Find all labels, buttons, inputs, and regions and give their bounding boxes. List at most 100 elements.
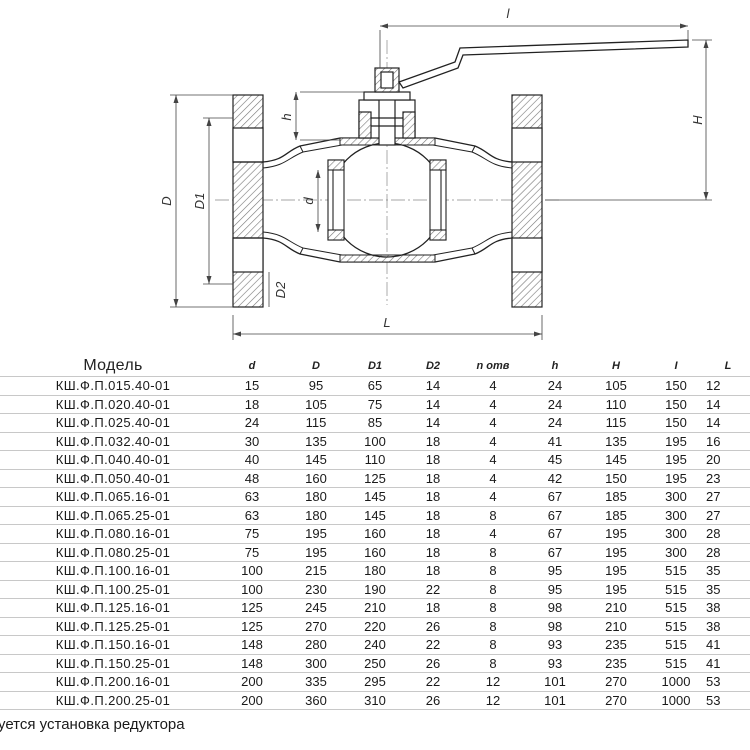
table-cell: 250	[346, 654, 404, 673]
dim-label-d: d	[301, 197, 316, 205]
table-cell: 200	[218, 672, 286, 692]
dim-label-H: H	[690, 115, 705, 125]
table-cell: 95	[524, 561, 586, 581]
column-header: D	[312, 360, 320, 372]
table-cell	[0, 654, 8, 673]
table-cell: 160	[346, 524, 404, 544]
table-cell: 125	[346, 469, 404, 488]
right-flange	[511, 94, 543, 308]
column-header: Модель	[83, 357, 143, 374]
table-cell: КШ.Ф.П.025.40-01	[8, 413, 218, 433]
table-cell: 67	[524, 524, 586, 544]
table-cell: 42	[524, 469, 586, 488]
table-cell: 195	[646, 450, 706, 470]
column-header: d	[248, 360, 256, 372]
table-cell: 185	[586, 487, 646, 507]
table-cell: 515	[646, 561, 706, 581]
table-cell: 195	[646, 469, 706, 488]
column-header	[0, 356, 8, 377]
dim-label-D2: D2	[273, 281, 288, 298]
table-cell: 45	[524, 450, 586, 470]
table-cell: 20	[706, 450, 750, 470]
table-cell: 24	[524, 413, 586, 433]
table-cell: КШ.Ф.П.200.25-01	[8, 691, 218, 710]
table-cell: 67	[524, 543, 586, 562]
table-cell: 23	[706, 469, 750, 488]
table-cell: 160	[346, 543, 404, 562]
table-cell: 135	[286, 432, 346, 451]
table-cell: КШ.Ф.П.125.25-01	[8, 617, 218, 636]
table-cell: КШ.Ф.П.050.40-01	[8, 469, 218, 488]
table-cell: 335	[286, 672, 346, 692]
column-header: D2	[425, 360, 441, 372]
table-cell: 105	[286, 395, 346, 414]
footnote: уется установка редуктора	[0, 716, 185, 733]
table-cell: КШ.Ф.П.080.16-01	[8, 524, 218, 544]
table-cell: 22	[404, 635, 462, 655]
table-cell: 48	[218, 469, 286, 488]
table-cell: 148	[218, 635, 286, 655]
table-cell	[0, 376, 8, 396]
table-cell: 360	[286, 691, 346, 710]
table-cell: 12	[706, 376, 750, 396]
table-cell: 101	[524, 672, 586, 692]
table-cell: 145	[346, 487, 404, 507]
table-cell: 18	[404, 524, 462, 544]
table-cell: 270	[586, 672, 646, 692]
table-cell: КШ.Ф.П.100.25-01	[8, 580, 218, 599]
table-cell	[0, 413, 8, 433]
table-cell: 195	[646, 432, 706, 451]
table-cell	[0, 543, 8, 562]
table-cell	[0, 691, 8, 710]
table-cell: 28	[706, 543, 750, 562]
table-cell: 195	[586, 543, 646, 562]
table-cell: КШ.Ф.П.150.25-01	[8, 654, 218, 673]
table-cell: 180	[346, 561, 404, 581]
table-cell: 18	[404, 506, 462, 525]
table-cell	[0, 524, 8, 544]
table-cell: 180	[286, 487, 346, 507]
table-cell: 4	[462, 450, 524, 470]
table-cell: 4	[462, 469, 524, 488]
table-cell	[0, 432, 8, 451]
dim-label-D1: D1	[192, 193, 207, 210]
dim-label-D: D	[159, 196, 174, 205]
table-cell: 515	[646, 598, 706, 618]
table-cell: 145	[586, 450, 646, 470]
table-cell: 101	[524, 691, 586, 710]
table-cell: 40	[218, 450, 286, 470]
column-header: D1	[367, 360, 383, 372]
table-cell: 310	[346, 691, 404, 710]
table-cell: 12	[462, 672, 524, 692]
table-cell: 4	[462, 432, 524, 451]
table-cell: 4	[462, 524, 524, 544]
column-header: L	[724, 360, 732, 372]
table-cell: 85	[346, 413, 404, 433]
table-cell: 145	[346, 506, 404, 525]
table-cell: 515	[646, 654, 706, 673]
table-cell: 93	[524, 635, 586, 655]
table-cell: 95	[524, 580, 586, 599]
table-cell: 515	[646, 635, 706, 655]
table-cell: 24	[524, 395, 586, 414]
table-cell: 150	[586, 469, 646, 488]
table-cell: 220	[346, 617, 404, 636]
ball-valve-drawing: l H h D D1 d D2 L	[159, 6, 712, 340]
table-cell	[0, 598, 8, 618]
table-cell: 300	[646, 506, 706, 525]
table-cell: 18	[404, 543, 462, 562]
table-cell: КШ.Ф.П.080.25-01	[8, 543, 218, 562]
table-cell: КШ.Ф.П.065.16-01	[8, 487, 218, 507]
table-cell: 135	[586, 432, 646, 451]
table-cell: 75	[346, 395, 404, 414]
